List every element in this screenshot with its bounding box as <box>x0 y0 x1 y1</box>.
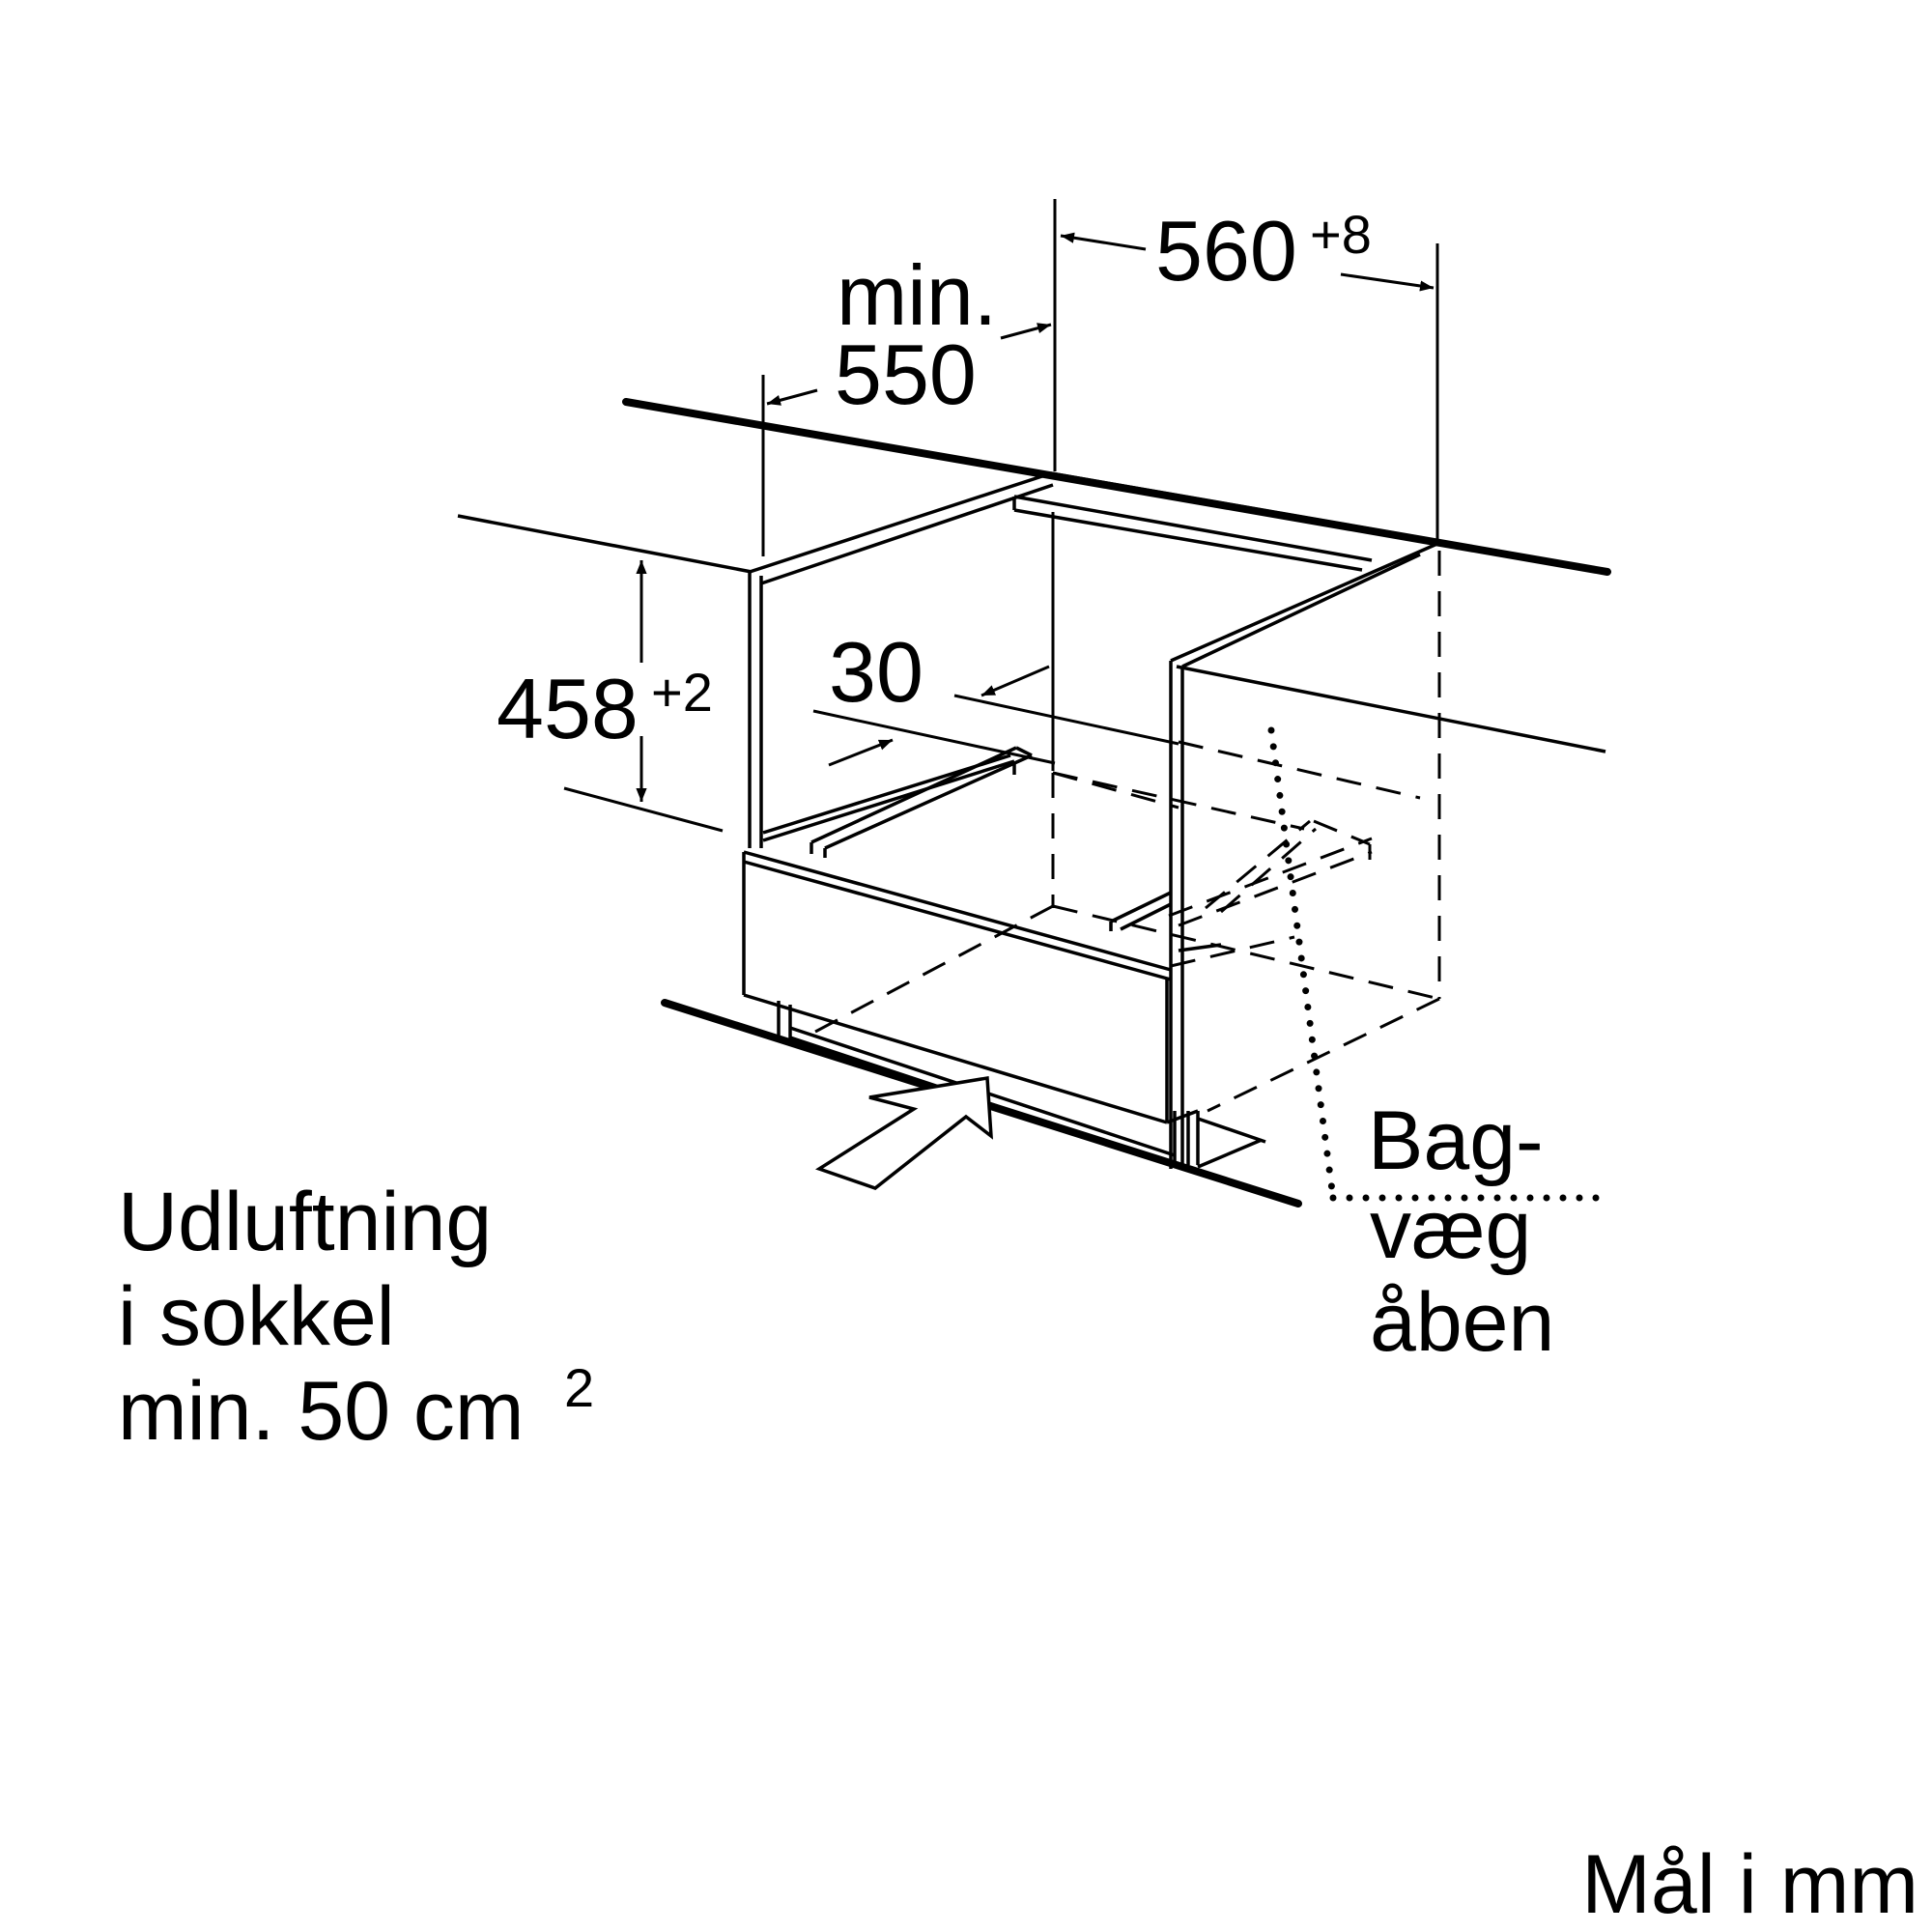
depth-value: 550 <box>835 327 977 422</box>
gap-value: 30 <box>829 624 923 720</box>
width-value: 560 <box>1155 203 1297 298</box>
worktop-edge <box>622 398 1611 576</box>
extension-lines <box>563 199 1439 833</box>
cabinet-outline <box>457 471 1606 1169</box>
warming-drawer <box>742 746 1266 1169</box>
open-back-wall-outline <box>1267 726 1609 1202</box>
width-tolerance: +8 <box>1310 204 1372 265</box>
height-value: 458 <box>497 661 639 756</box>
vent-label-line1: Udluftning <box>118 1176 492 1268</box>
back-label-line2: væg <box>1370 1183 1531 1276</box>
back-label-line1: Bag- <box>1368 1094 1544 1187</box>
airflow-arrow-icon <box>814 1075 994 1190</box>
min-label: min. <box>837 247 997 343</box>
vent-label-line2: i sokkel <box>118 1270 395 1363</box>
back-label-line3: åben <box>1370 1276 1554 1369</box>
units-note: Mål i mm <box>1581 1838 1918 1931</box>
vent-label-sup: 2 <box>564 1357 594 1418</box>
height-tolerance: +2 <box>651 662 713 723</box>
vent-label-line3: min. 50 cm <box>118 1365 525 1458</box>
dimension-arrows <box>636 232 1435 802</box>
hidden-edges <box>814 551 1441 1113</box>
